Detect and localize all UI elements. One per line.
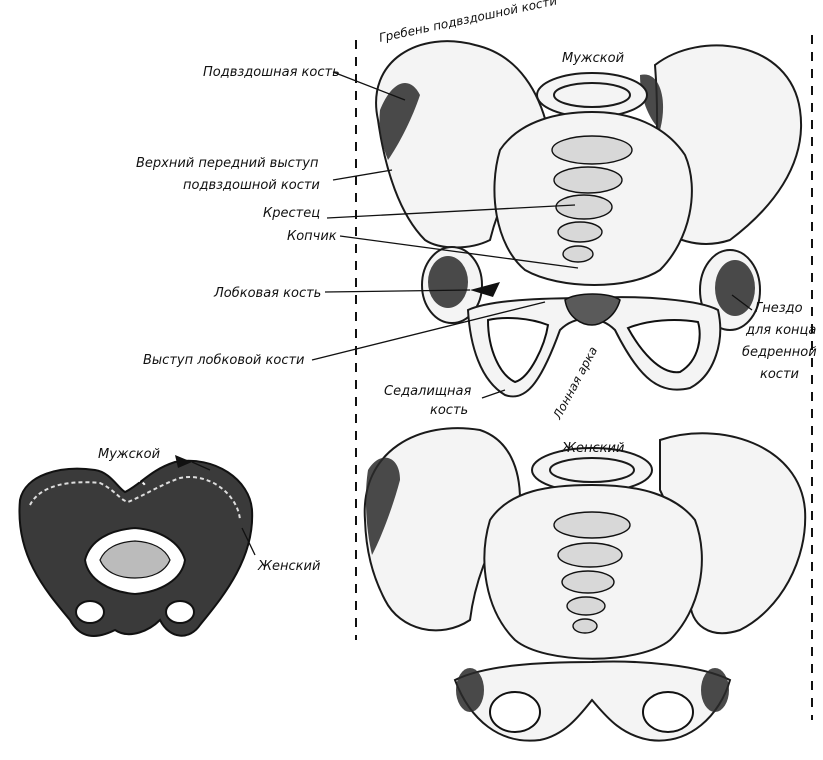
label-sacrum: Крестец: [263, 206, 320, 221]
label-ischium-line1: Седалищная: [384, 384, 471, 399]
label-socket-line1: Гнездо: [755, 301, 803, 316]
label-socket-line4: кости: [760, 367, 799, 382]
label-ischium-line2: кость: [430, 403, 468, 418]
leader-ischium: [482, 390, 505, 398]
label-anterior-spine-line1: Верхний передний выступ: [136, 156, 319, 171]
label-socket-line2: для конца: [745, 323, 816, 338]
overlay-comparison-drawing: [19, 455, 252, 636]
label-coccyx: Копчик: [287, 229, 337, 244]
leader-anterior-spine: [333, 170, 392, 180]
female-pelvis-drawing: [365, 428, 806, 741]
label-pubis: Лобковая кость: [213, 286, 321, 301]
label-ilium: Подвздошная кость: [203, 65, 340, 80]
label-male-small: Мужской: [98, 447, 160, 462]
label-iliac-crest: Гребень подвздошной кости: [378, 0, 559, 45]
label-female-main: Женский: [561, 441, 624, 456]
label-pubic-arch: Лонная арка: [550, 344, 600, 422]
male-pelvis-drawing: [376, 41, 801, 396]
label-female-small: Женский: [257, 559, 320, 574]
label-pubic-tubercle: Выступ лобковой кости: [143, 353, 304, 368]
label-anterior-spine-line2: подвздошной кости: [183, 178, 320, 193]
label-male-main: Мужской: [562, 51, 624, 66]
label-socket-line3: бедренной: [742, 345, 817, 360]
